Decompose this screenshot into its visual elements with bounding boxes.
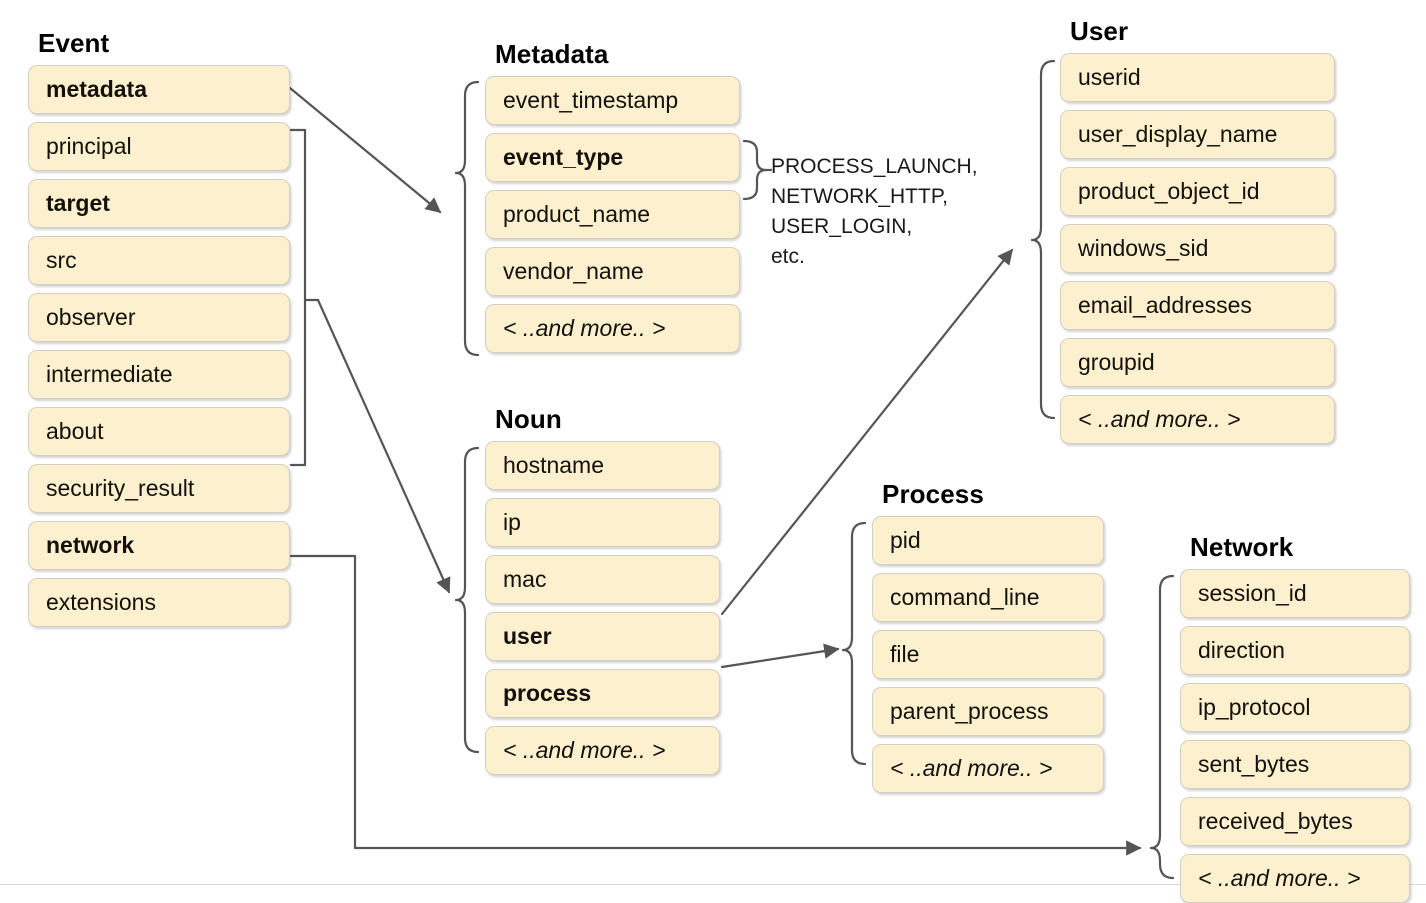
brace-metadata bbox=[454, 80, 480, 357]
column-title-noun: Noun bbox=[495, 404, 562, 434]
field-list-process: pid command_line file parent_process < .… bbox=[872, 516, 1104, 793]
field-intermediate[interactable]: intermediate bbox=[28, 350, 290, 399]
field-user-display-name[interactable]: user_display_name bbox=[1060, 110, 1335, 159]
field-mac[interactable]: mac bbox=[485, 555, 720, 604]
column-title-network: Network bbox=[1190, 532, 1294, 562]
brace-event-type bbox=[742, 139, 768, 201]
column-metadata: Metadata event_timestamp event_type prod… bbox=[485, 41, 740, 353]
brace-network bbox=[1149, 574, 1175, 880]
field-session-id[interactable]: session_id bbox=[1180, 569, 1410, 618]
field-product-object-id[interactable]: product_object_id bbox=[1060, 167, 1335, 216]
field-ip[interactable]: ip bbox=[485, 498, 720, 547]
field-windows-sid[interactable]: windows_sid bbox=[1060, 224, 1335, 273]
column-process: Process pid command_line file parent_pro… bbox=[872, 481, 1104, 793]
field-sent-bytes[interactable]: sent_bytes bbox=[1180, 740, 1410, 789]
field-received-bytes[interactable]: received_bytes bbox=[1180, 797, 1410, 846]
field-user-more[interactable]: < ..and more.. > bbox=[1060, 395, 1335, 444]
field-metadata[interactable]: metadata bbox=[28, 65, 290, 114]
field-event-type[interactable]: event_type bbox=[485, 133, 740, 182]
column-network: Network session_id direction ip_protocol… bbox=[1180, 534, 1410, 903]
field-noun-more[interactable]: < ..and more.. > bbox=[485, 726, 720, 775]
field-list-noun: hostname ip mac user process < ..and mor… bbox=[485, 441, 720, 775]
column-user: User userid user_display_name product_ob… bbox=[1060, 18, 1335, 444]
field-principal[interactable]: principal bbox=[28, 122, 290, 171]
link-noun bbox=[316, 298, 451, 594]
field-target[interactable]: target bbox=[28, 179, 290, 228]
event-type-values-note: PROCESS_LAUNCH, NETWORK_HTTP, USER_LOGIN… bbox=[771, 155, 978, 268]
column-title-metadata: Metadata bbox=[495, 39, 609, 69]
field-user[interactable]: user bbox=[485, 612, 720, 661]
field-command-line[interactable]: command_line bbox=[872, 573, 1104, 622]
field-about[interactable]: about bbox=[28, 407, 290, 456]
field-list-event: metadata principal target src observer i… bbox=[28, 65, 290, 627]
field-observer[interactable]: observer bbox=[28, 293, 290, 342]
field-list-metadata: event_timestamp event_type product_name … bbox=[485, 76, 740, 353]
column-title-user: User bbox=[1070, 16, 1129, 46]
field-event-timestamp[interactable]: event_timestamp bbox=[485, 76, 740, 125]
field-parent-process[interactable]: parent_process bbox=[872, 687, 1104, 736]
field-userid[interactable]: userid bbox=[1060, 53, 1335, 102]
brace-noun bbox=[454, 446, 480, 754]
column-event: Event metadata principal target src obse… bbox=[28, 30, 290, 627]
field-hostname[interactable]: hostname bbox=[485, 441, 720, 490]
column-title-event: Event bbox=[38, 28, 110, 58]
field-groupid[interactable]: groupid bbox=[1060, 338, 1335, 387]
brace-process bbox=[841, 521, 867, 766]
bracket-nouns bbox=[289, 128, 307, 467]
field-vendor-name[interactable]: vendor_name bbox=[485, 247, 740, 296]
field-pid[interactable]: pid bbox=[872, 516, 1104, 565]
field-security-result[interactable]: security_result bbox=[28, 464, 290, 513]
field-ip-protocol[interactable]: ip_protocol bbox=[1180, 683, 1410, 732]
field-src[interactable]: src bbox=[28, 236, 290, 285]
column-noun: Noun hostname ip mac user process < ..an… bbox=[485, 406, 720, 775]
field-metadata-more[interactable]: < ..and more.. > bbox=[485, 304, 740, 353]
field-direction[interactable]: direction bbox=[1180, 626, 1410, 675]
link-process bbox=[720, 643, 840, 669]
bottom-separator bbox=[0, 884, 1426, 885]
field-process[interactable]: process bbox=[485, 669, 720, 718]
field-product-name[interactable]: product_name bbox=[485, 190, 740, 239]
brace-user bbox=[1030, 59, 1056, 420]
field-list-network: session_id direction ip_protocol sent_by… bbox=[1180, 569, 1410, 903]
field-file[interactable]: file bbox=[872, 630, 1104, 679]
field-email-addresses[interactable]: email_addresses bbox=[1060, 281, 1335, 330]
field-network[interactable]: network bbox=[28, 521, 290, 570]
field-network-more[interactable]: < ..and more.. > bbox=[1180, 854, 1410, 903]
field-process-more[interactable]: < ..and more.. > bbox=[872, 744, 1104, 793]
link-metadata bbox=[288, 86, 442, 214]
field-list-user: userid user_display_name product_object_… bbox=[1060, 53, 1335, 444]
column-title-process: Process bbox=[882, 479, 984, 509]
field-extensions[interactable]: extensions bbox=[28, 578, 290, 627]
